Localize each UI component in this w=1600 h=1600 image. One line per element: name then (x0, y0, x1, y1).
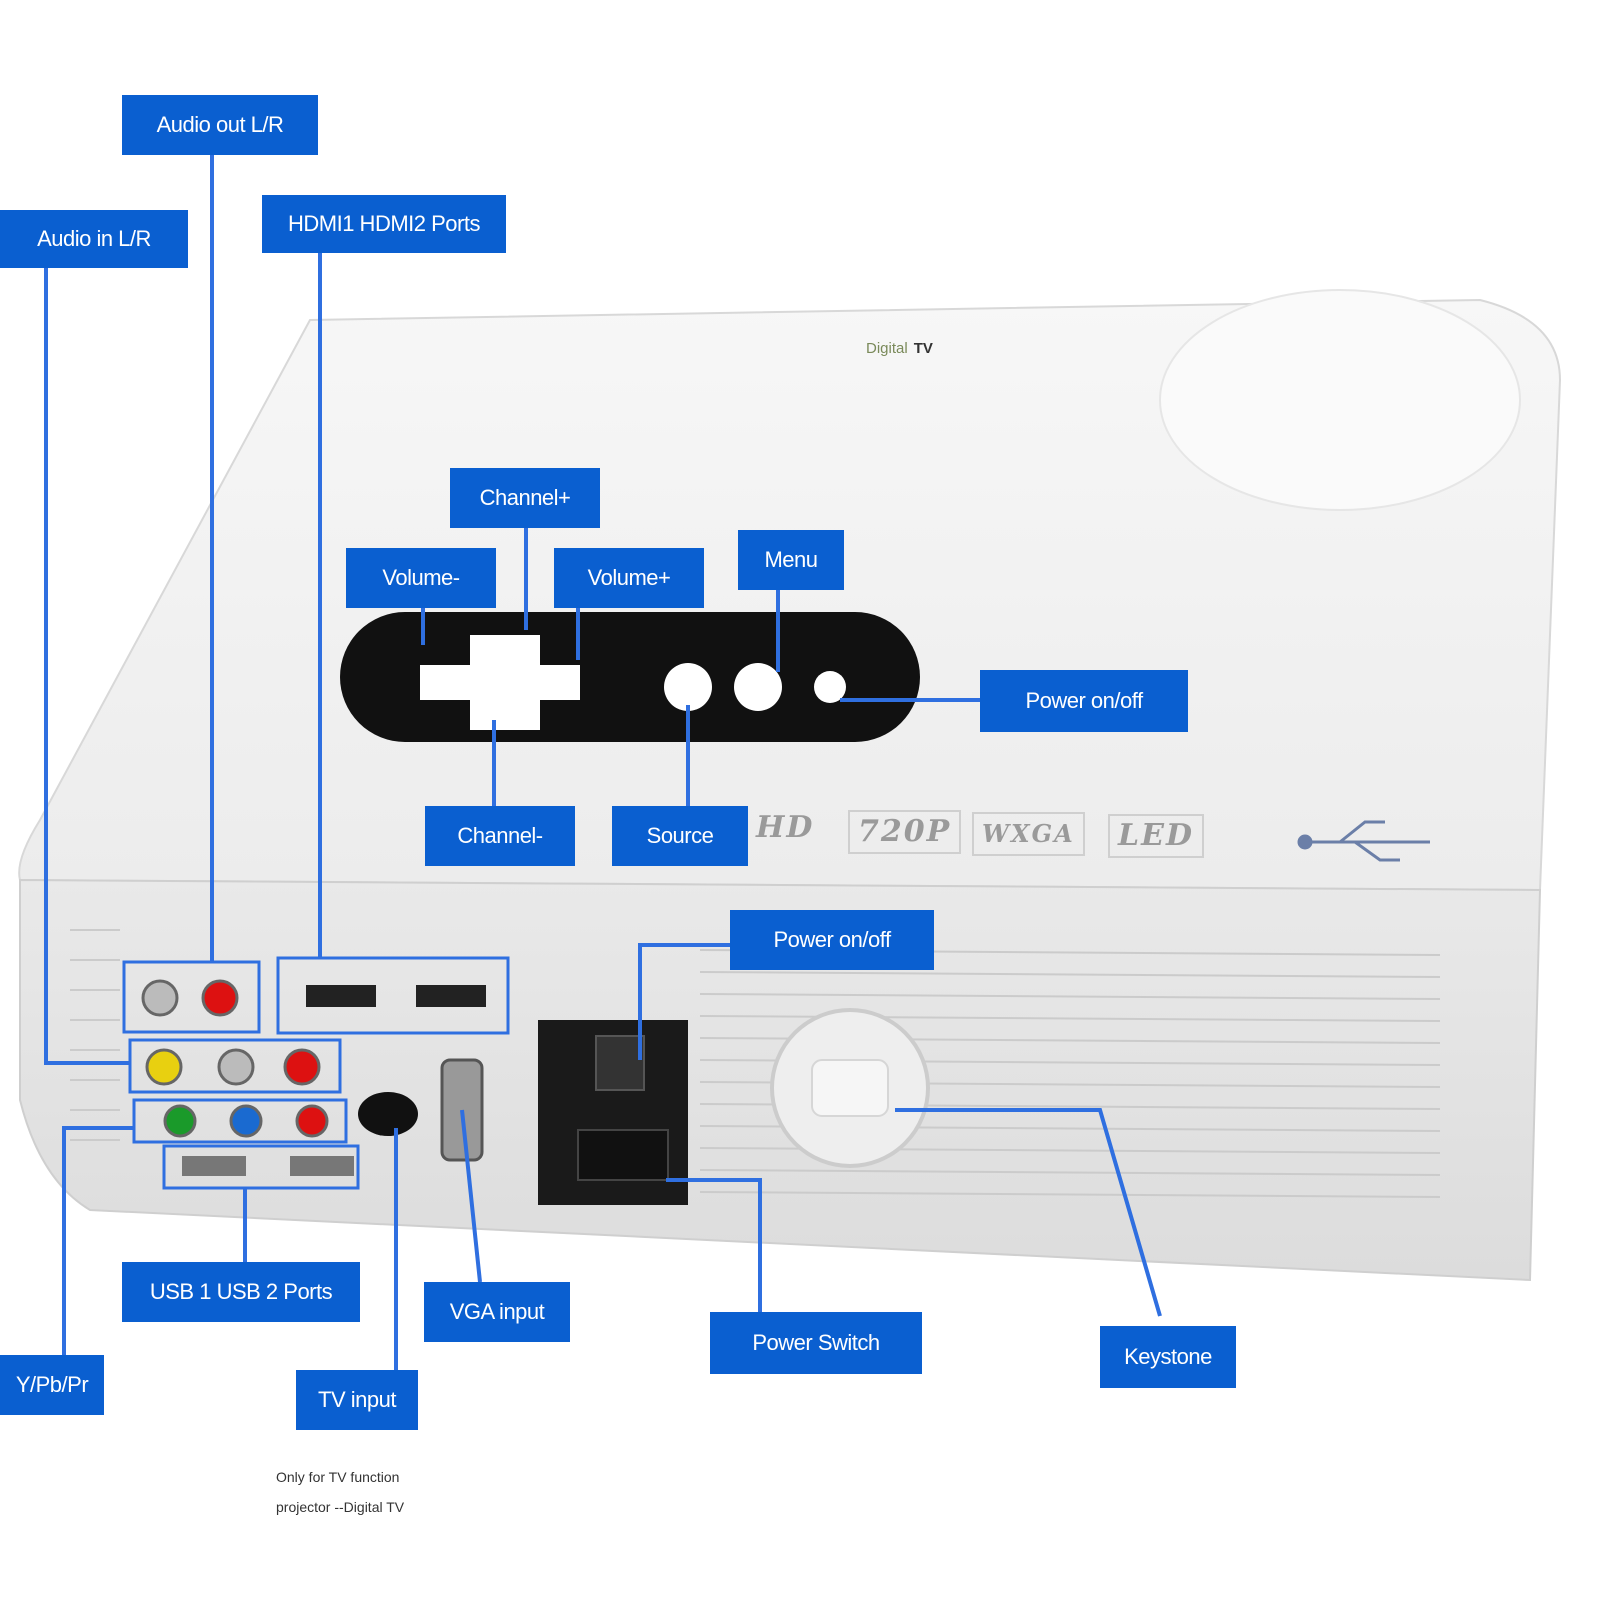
projector-top-surface (18, 298, 1562, 892)
callout-volume-plus: Volume+ (554, 548, 704, 608)
ac-socket (577, 1129, 669, 1181)
dpad (420, 635, 580, 730)
hdmi-group (276, 956, 510, 1035)
callout-power-top: Power on/off (980, 670, 1188, 732)
lens-housing (1159, 289, 1521, 511)
tv-input-port (358, 1092, 418, 1136)
callout-channel-plus: Channel+ (450, 468, 600, 528)
tv-footnote: Only for TV function projector --Digital… (276, 1462, 404, 1522)
callout-audio-out: Audio out L/R (122, 95, 318, 155)
callout-hdmi: HDMI1 HDMI2 Ports (262, 195, 506, 253)
usb-port-2 (290, 1156, 354, 1176)
callout-source: Source (612, 806, 748, 866)
brand-mark: TV (913, 340, 933, 357)
callout-ypbpr: Y/Pb/Pr (0, 1355, 104, 1415)
callout-volume-minus: Volume- (346, 548, 496, 608)
rocker-switch (595, 1035, 645, 1091)
callout-power-switch: Power Switch (710, 1312, 922, 1374)
pr-jack (295, 1104, 329, 1138)
callout-menu: Menu (738, 530, 844, 590)
badge-720p: 720P (848, 810, 962, 854)
leader-lines (44, 155, 1162, 1370)
brand-logo: Digital TV (866, 340, 933, 357)
audio-in-right-jack (283, 1048, 321, 1086)
callout-keystone: Keystone (1100, 1326, 1236, 1388)
power-button (814, 671, 846, 703)
callout-audio-in: Audio in L/R (0, 210, 188, 268)
audio-in-left-jack (217, 1048, 255, 1086)
audio-out-group (122, 960, 261, 1034)
usb-port-1 (182, 1156, 246, 1176)
av-in-group (128, 1038, 342, 1094)
ypbpr-group (132, 1098, 348, 1144)
usb-symbol (1297, 820, 1430, 862)
pb-jack (229, 1104, 263, 1138)
video-in-jack (145, 1048, 183, 1086)
hdmi-port-2 (416, 985, 486, 1007)
brand-prefix: Digital (866, 340, 908, 357)
badge-hd: HD (756, 810, 815, 845)
y-jack (163, 1104, 197, 1138)
source-button (664, 663, 712, 711)
callout-usb: USB 1 USB 2 Ports (122, 1262, 360, 1322)
callout-tv: TV input (296, 1370, 418, 1430)
audio-out-left-jack (141, 979, 179, 1017)
badge-led: LED (1108, 814, 1204, 858)
menu-button (734, 663, 782, 711)
hdmi-port-1 (306, 985, 376, 1007)
badge-wxga: WXGA (972, 812, 1085, 856)
usb-ports-group (162, 1144, 360, 1190)
callout-vga: VGA input (424, 1282, 570, 1342)
callout-power-rear: Power on/off (730, 910, 934, 970)
callout-channel-minus: Channel- (425, 806, 575, 866)
tv-footnote-line1: Only for TV function (276, 1469, 400, 1485)
audio-out-right-jack (201, 979, 239, 1017)
tv-footnote-line2: projector --Digital TV (276, 1499, 405, 1515)
